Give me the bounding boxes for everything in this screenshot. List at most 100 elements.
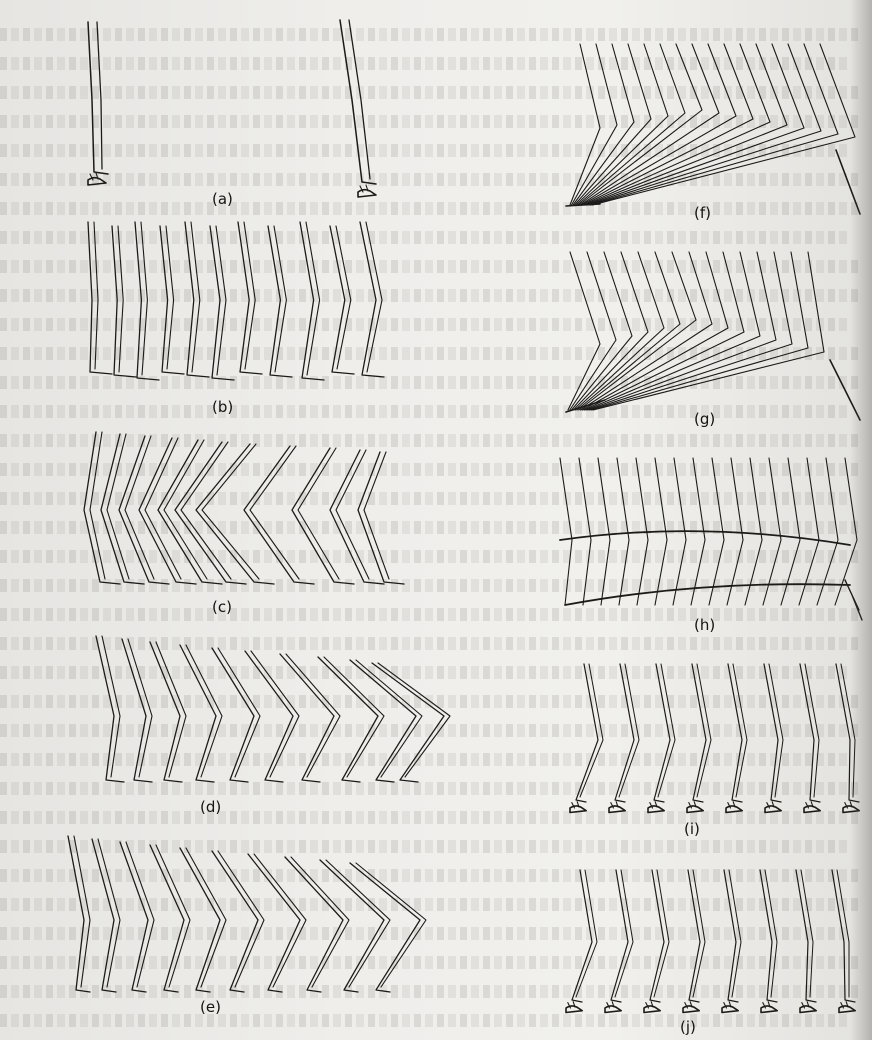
leg-stroke bbox=[800, 664, 820, 802]
leg-stroke bbox=[238, 222, 262, 374]
fan-stroke bbox=[745, 458, 762, 605]
leg-stroke bbox=[336, 450, 369, 579]
panel-label-g: (g) bbox=[694, 410, 715, 428]
leg-stroke bbox=[160, 226, 184, 374]
leg-stroke bbox=[356, 863, 426, 987]
fan-stroke bbox=[781, 458, 800, 605]
shoe-stroke bbox=[726, 806, 742, 813]
shoe-stroke bbox=[358, 190, 376, 197]
shoe-stroke bbox=[765, 806, 781, 813]
shoe-stroke bbox=[88, 178, 106, 185]
leg-stroke bbox=[245, 651, 293, 782]
leg-stroke bbox=[185, 222, 209, 377]
leg-stroke bbox=[141, 222, 147, 375]
leg-stroke bbox=[254, 854, 306, 987]
leg-stroke bbox=[191, 222, 200, 372]
leg-stroke bbox=[300, 222, 324, 380]
leg-stroke bbox=[126, 842, 154, 987]
leg-stroke bbox=[98, 839, 120, 987]
binding-shadow bbox=[850, 0, 872, 1040]
panel-d bbox=[96, 636, 450, 782]
panel-label-e: (e) bbox=[200, 998, 221, 1016]
shoe-stroke bbox=[800, 1006, 816, 1013]
fan-stroke bbox=[560, 458, 572, 605]
leg-stroke bbox=[692, 664, 706, 802]
leg-stroke bbox=[244, 446, 314, 584]
shoe-stroke bbox=[566, 1006, 582, 1013]
leg-stroke bbox=[244, 222, 255, 369]
fan-stroke bbox=[573, 252, 648, 410]
panel-label-a: (a) bbox=[212, 190, 233, 208]
shoe-stroke bbox=[687, 806, 703, 813]
leg-stroke bbox=[180, 848, 220, 992]
panel-f bbox=[566, 44, 860, 214]
leg-stroke bbox=[119, 436, 169, 584]
shoe-stroke bbox=[683, 1006, 699, 1013]
panel-b bbox=[88, 222, 384, 380]
panel-label-h: (h) bbox=[694, 616, 715, 634]
leg-stroke bbox=[248, 854, 300, 992]
shoe-stroke bbox=[644, 1006, 660, 1013]
leg-stroke bbox=[372, 663, 444, 782]
shoe-stroke bbox=[605, 1006, 621, 1013]
leg-stroke bbox=[796, 870, 816, 1002]
fan-stroke bbox=[598, 458, 610, 605]
leg-stroke bbox=[250, 446, 299, 579]
leg-stroke bbox=[728, 664, 742, 802]
leg-stroke bbox=[320, 860, 384, 992]
panel-label-j: (j) bbox=[680, 1018, 696, 1036]
leg-stroke bbox=[210, 226, 234, 380]
panel-label-i: (i) bbox=[684, 820, 700, 838]
leg-stroke bbox=[122, 639, 152, 782]
leg-stroke bbox=[102, 636, 120, 777]
leg-stroke bbox=[196, 444, 274, 584]
fan-stroke bbox=[565, 584, 850, 605]
leg-stroke bbox=[216, 226, 226, 375]
panel-e bbox=[68, 836, 426, 992]
shoe-stroke bbox=[609, 806, 625, 813]
leg-stroke bbox=[97, 22, 102, 169]
leg-stroke bbox=[360, 222, 384, 377]
shoe-stroke bbox=[761, 1006, 777, 1013]
leg-stroke bbox=[212, 648, 254, 782]
leg-stroke bbox=[94, 222, 98, 369]
leg-stroke bbox=[688, 870, 700, 1002]
leg-stroke bbox=[285, 857, 343, 992]
fan-stroke bbox=[588, 44, 804, 205]
fan-stroke bbox=[617, 458, 629, 605]
leg-stroke bbox=[336, 226, 351, 369]
leg-stroke bbox=[128, 639, 152, 777]
leg-stroke bbox=[358, 452, 404, 584]
panel-label-c: (c) bbox=[212, 598, 232, 616]
leg-stroke bbox=[326, 860, 390, 987]
panel-h bbox=[560, 458, 862, 620]
leg-stroke bbox=[96, 636, 124, 782]
fan-stroke bbox=[591, 44, 838, 205]
panel-g bbox=[566, 252, 860, 420]
panel-a bbox=[88, 20, 376, 197]
fan-stroke bbox=[763, 458, 781, 605]
leg-stroke bbox=[181, 442, 231, 579]
shoe-stroke bbox=[570, 806, 586, 813]
leg-stroke bbox=[366, 222, 382, 372]
shoe-stroke bbox=[648, 806, 664, 813]
leg-stroke bbox=[112, 226, 136, 377]
leg-stroke bbox=[350, 660, 416, 782]
fan-stroke bbox=[566, 150, 860, 214]
panel-j bbox=[566, 870, 855, 1012]
leg-stroke bbox=[340, 20, 376, 184]
fan-stroke bbox=[817, 458, 838, 605]
leg-stroke bbox=[268, 226, 292, 377]
leg-stroke bbox=[156, 845, 190, 987]
leg-stroke bbox=[654, 870, 669, 997]
fan-stroke bbox=[584, 252, 744, 410]
leg-stroke bbox=[175, 442, 246, 584]
panel-label-f: (f) bbox=[694, 204, 711, 222]
leg-stroke bbox=[654, 664, 670, 802]
fan-stroke bbox=[579, 458, 591, 605]
leg-stroke bbox=[576, 664, 598, 802]
panel-i bbox=[570, 664, 859, 812]
leg-stroke bbox=[280, 654, 334, 782]
fan-stroke bbox=[572, 252, 632, 410]
